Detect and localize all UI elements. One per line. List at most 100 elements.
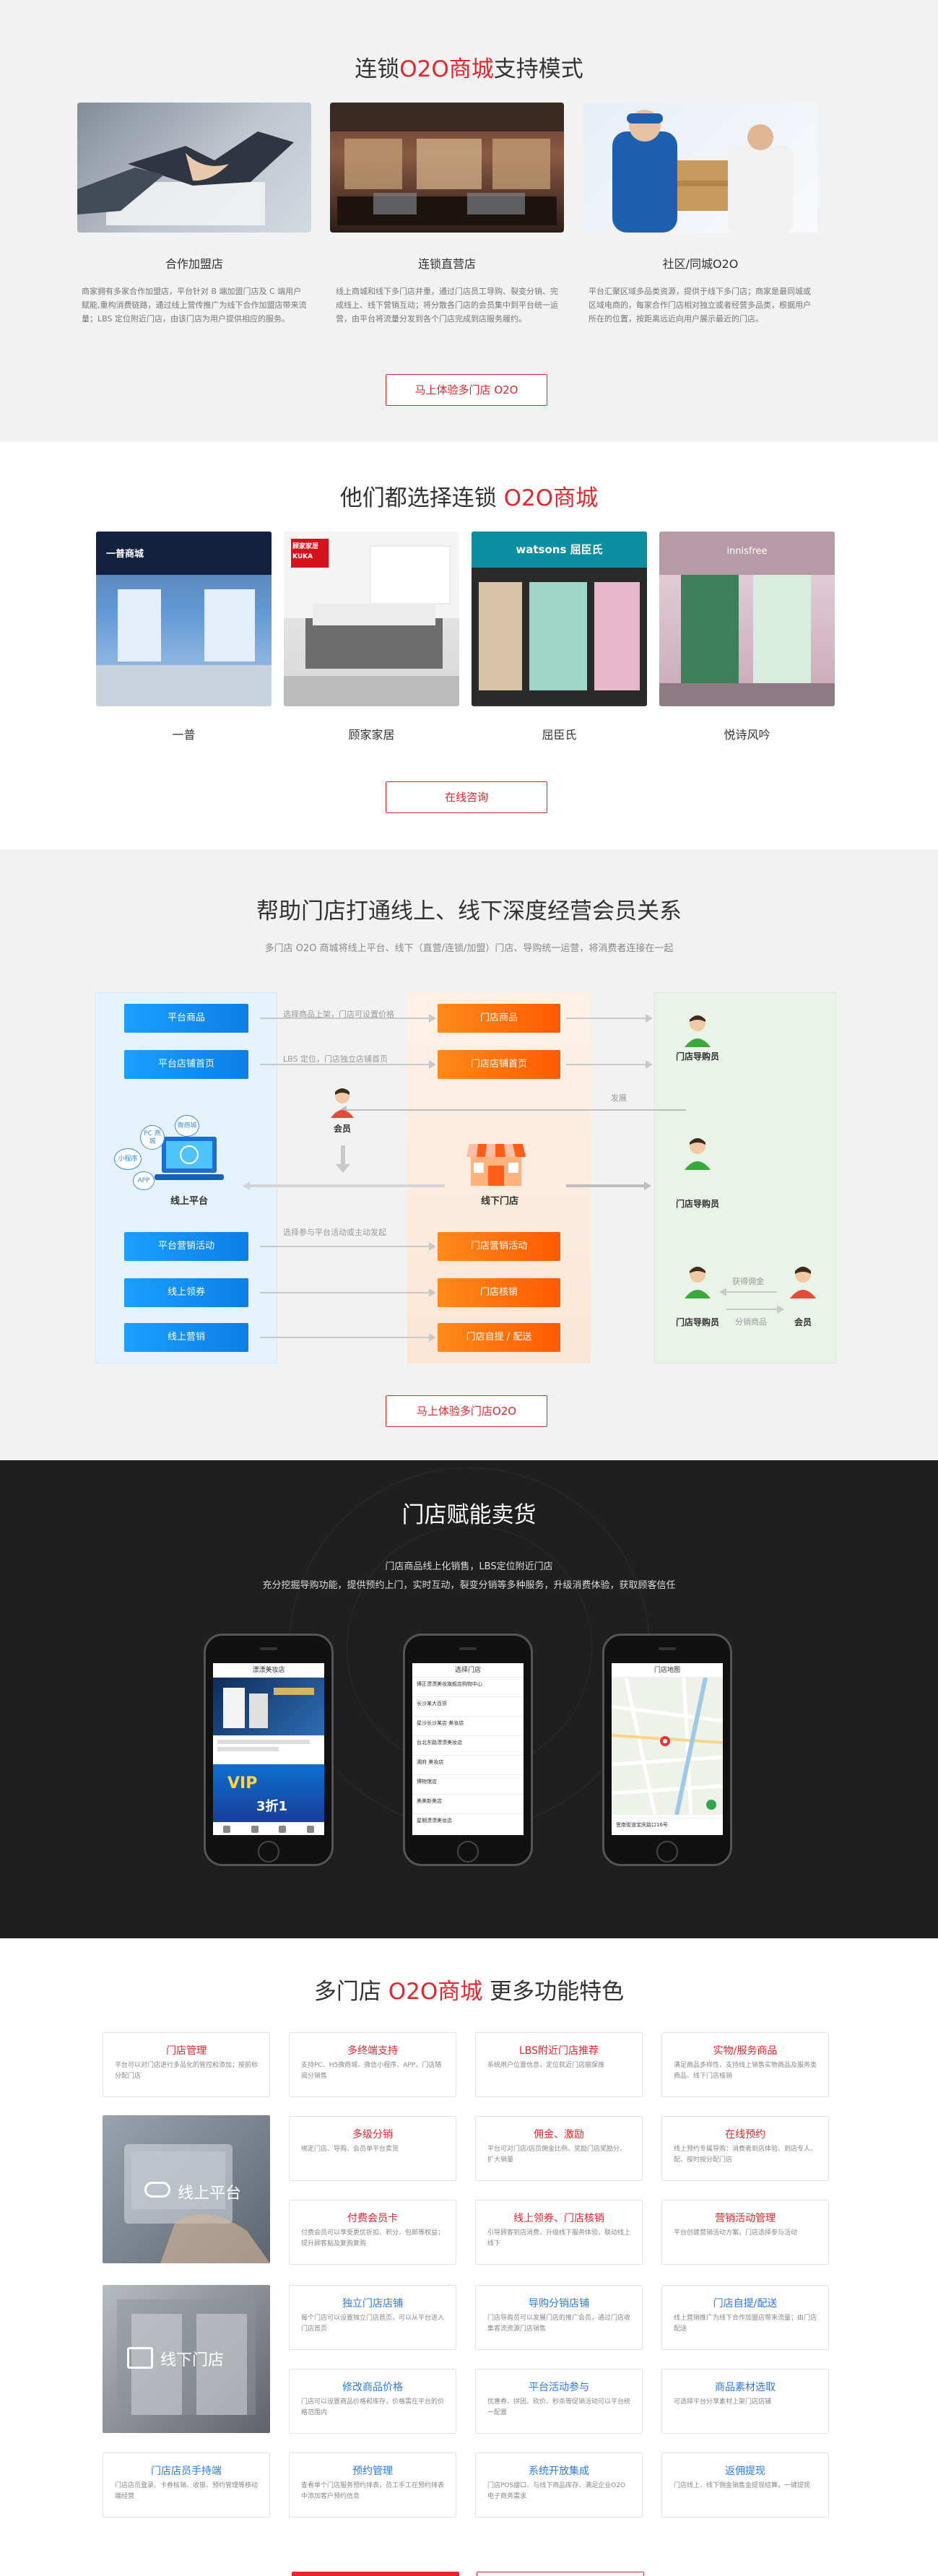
store-goods-box: 门店商品 bbox=[438, 1004, 560, 1033]
arrow bbox=[260, 1292, 429, 1293]
member-avatar bbox=[328, 1086, 357, 1118]
online-consult-button[interactable]: 在线咨询 bbox=[386, 781, 547, 813]
section-subtitle: 多门店 O2O 商城将线上平台、线下（直营/连锁/加盟）门店、导购统一运营，将消… bbox=[264, 943, 674, 954]
bottom-secondary-button[interactable] bbox=[477, 2572, 644, 2576]
arrow-head bbox=[646, 1014, 653, 1023]
offline-store-image: 线下门店 bbox=[103, 2285, 270, 2433]
brand-name: 一普 bbox=[172, 728, 196, 742]
phone-header: 选择门店 bbox=[412, 1663, 524, 1678]
brand-name: 悦诗风吟 bbox=[724, 728, 770, 742]
phone-mockup-store-list: 选择门店 博正漂漂美妆旗舰店购物中心 长沙某大百货 星沙长沙某店·美妆店 台北东… bbox=[403, 1634, 533, 1866]
store-row[interactable]: 星沙长沙某店·美妆店 bbox=[412, 1717, 524, 1736]
phone-header: 漂漂美妆店 bbox=[213, 1663, 324, 1678]
feature-card[interactable]: 线上领券、门店核销引导顾客到店消费、升级线下服务体验，联动线上线下 bbox=[475, 2200, 643, 2265]
arrow-head bbox=[719, 1288, 726, 1296]
brand-sign bbox=[291, 539, 329, 568]
store-row[interactable]: 湘府 美妆店 bbox=[412, 1756, 524, 1775]
store-row[interactable]: 台北东路漂漂美妆店 bbox=[412, 1736, 524, 1756]
try-multi-store-button[interactable]: 马上体验多门店 O2O bbox=[386, 374, 547, 406]
feature-card[interactable]: 多级分销绑定门店、导购、会员单平台卖货 bbox=[289, 2116, 456, 2181]
feature-card[interactable]: 独立门店店铺每个门店可以设置独立门店首页，可以从平台进入门店首页 bbox=[289, 2285, 456, 2350]
map-view[interactable] bbox=[612, 1677, 723, 1816]
arrow bbox=[566, 1184, 644, 1187]
feature-card[interactable]: LBS附近门店推荐系统用户位置信息，定位就近门店据保推 bbox=[475, 2032, 643, 2097]
feature-card[interactable]: 实物/服务商品满足商品多样性，支持线上销售实物商品及服务类商品、线下门店核销 bbox=[661, 2032, 829, 2097]
guide-column bbox=[654, 992, 836, 1363]
arrow bbox=[260, 1018, 429, 1019]
phone-mockup-shop: 漂漂美妆店 VIP 3折1 bbox=[204, 1634, 334, 1866]
feature-card[interactable]: 多终端支持支持PC、H5微商城、微信小程序、APP，门店随阅分销售 bbox=[289, 2032, 456, 2097]
arrow bbox=[566, 1018, 646, 1019]
feature-card[interactable]: 修改商品价格门店可以设置商品价格和库存，价格需在平台的价格范围内 bbox=[289, 2369, 456, 2434]
arrow bbox=[726, 1309, 777, 1310]
arrow bbox=[566, 1064, 646, 1065]
store-row[interactable]: 美美新美店 bbox=[412, 1795, 524, 1814]
arrow-head bbox=[646, 1060, 653, 1069]
store-row[interactable]: 博正漂漂美妆旗舰店购物中心 bbox=[412, 1678, 524, 1697]
feature-card[interactable]: 平台活动参与优惠券、拼团、砍价、秒杀等促销活动可以平台统一配置 bbox=[475, 2369, 643, 2434]
franchise-image bbox=[77, 103, 311, 233]
feature-card[interactable]: 佣金、激励平台可对门店/店员佣金比例、奖励门店奖励分、扩大销量 bbox=[475, 2116, 643, 2181]
feature-card[interactable]: 门店管理平台可以对门店进行多品化的管控和添加；按前标分配门店 bbox=[103, 2032, 270, 2097]
arrow-head bbox=[429, 1288, 436, 1297]
distribute-note: 分销商品 bbox=[735, 1317, 767, 1327]
brand-sign: 顾家家居 KUKA bbox=[292, 543, 319, 560]
arrow-head bbox=[777, 1305, 784, 1314]
store-row[interactable]: 星期漂漂美妆店 bbox=[417, 1818, 452, 1823]
arrow-note: LBS 定位，门店独立店铺首页 bbox=[283, 1054, 388, 1064]
feature-card[interactable]: 营销活动管理平台创建营销活动方案，门店选择参与活动 bbox=[661, 2200, 829, 2265]
member-avatar bbox=[787, 1264, 819, 1298]
online-platform-image: 线上平台 bbox=[103, 2115, 270, 2263]
feature-card[interactable]: 付费会员卡付费会员可以享受更优折扣、积分、包邮等权益；提升顾客粘及复购复购 bbox=[289, 2200, 456, 2265]
section-line1: 门店商品线上化销售，LBS定位附近门店 bbox=[385, 1561, 553, 1572]
arrow-note: 选择商品上架，门店可设置价格 bbox=[283, 1010, 394, 1019]
feature-card[interactable]: 系统开放集成门店POS接口、与线下商品库存、满足企业O2O电子商务需求 bbox=[475, 2453, 643, 2518]
section-line2: 充分挖掘导购功能，提供预约上门，实时互动，裂变分销等多种服务，升级消费体验，获取… bbox=[262, 1580, 676, 1591]
store-verify-box: 门店核销 bbox=[438, 1278, 560, 1307]
develop-line bbox=[347, 1109, 686, 1111]
phone-promo: VIP 3折1 bbox=[213, 1764, 324, 1822]
phone-mockup-map: 门店地图 思南街道宝庆路口16号 bbox=[602, 1634, 732, 1866]
store-row[interactable]: 博物馆店 bbox=[412, 1775, 524, 1795]
feature-card[interactable]: 门店店员手持端门店店员登录、卡券核销、收银、预约管理等移动端经营 bbox=[103, 2453, 270, 2518]
map-address: 思南街道宝庆路口16号 bbox=[612, 1818, 723, 1835]
phone-header: 门店地图 bbox=[612, 1663, 723, 1678]
feature-card[interactable]: 在线预约线上预约专属导购：消费者到店体验、到店专人、配、按时按分配门店 bbox=[661, 2116, 829, 2181]
section-title: 门店赋能卖货 bbox=[401, 1502, 537, 1528]
try-multi-store-button[interactable]: 马上体验多门店O2O bbox=[386, 1395, 547, 1427]
bottom-primary-button[interactable] bbox=[292, 2572, 459, 2576]
brand-name: 顾家家居 bbox=[348, 728, 395, 742]
card-name: 合作加盟店 bbox=[165, 257, 223, 271]
brand-image-watsons: watsons 屈臣氏 bbox=[472, 532, 647, 706]
section-title: 帮助门店打通线上、线下深度经营会员关系 bbox=[256, 898, 682, 924]
feature-card[interactable]: 商品素材选取可选择平台分享素材上架门店店铺 bbox=[661, 2369, 829, 2434]
guide-label: 门店导购员 bbox=[675, 1199, 719, 1209]
arrow bbox=[726, 1291, 777, 1293]
section-features: 多门店 O2O商城 更多功能特色 门店管理平台可以对门店进行多品化的管控和添加；… bbox=[0, 1938, 938, 2576]
card-desc: 平台汇聚区域多品类资源，提供于线下多门店；商家是最同城或区域电商的，每家合作门店… bbox=[589, 287, 811, 324]
card-name: 社区/同城O2O bbox=[662, 257, 739, 271]
guide-avatar bbox=[682, 1012, 713, 1047]
card-name: 连锁直营店 bbox=[417, 257, 476, 271]
bubble-wechat-mall: 微商城 bbox=[175, 1115, 199, 1137]
guide-label: 门店导购员 bbox=[675, 1317, 719, 1327]
online-platform-label: 线上平台 bbox=[178, 2185, 242, 2203]
offline-store-label: 线下门店 bbox=[480, 1196, 518, 1207]
store-pickup-box: 门店自提 / 配送 bbox=[438, 1323, 560, 1352]
bubble-miniapp: 小程序 bbox=[114, 1148, 142, 1170]
feature-card[interactable]: 导购分销店铺门店导购员可以发展门店的推广会员，通过门店收集客流资源门店销售 bbox=[475, 2285, 643, 2350]
guide-avatar bbox=[682, 1135, 713, 1170]
arrow-head bbox=[644, 1181, 651, 1190]
card-desc: 线上商城和线下多门店并重，通过门店员工导购、裂变分销、完成线上、线下营销互动；将… bbox=[336, 287, 558, 324]
bubble-pc: PC 商城 bbox=[140, 1125, 165, 1150]
feature-card[interactable]: 预约管理查看单个门店服务预约排表，员工手工在预约排表中添加客户预约信息 bbox=[289, 2453, 456, 2518]
delivery-illustration bbox=[612, 110, 793, 233]
feature-card[interactable]: 返佣提现门店线上、线下佣金销售金提现结算，一键提现 bbox=[661, 2453, 829, 2518]
brand-sign: watsons 屈臣氏 bbox=[516, 543, 603, 556]
feature-card[interactable]: 门店自提/配送线上营销推广为线下合作加盟店带来流量；由门店配送 bbox=[661, 2285, 829, 2350]
section-franchise-models: 连锁O2O商城支持模式 合作加盟店 商家拥有多家合作加盟店，平台针对 B 端加盟… bbox=[0, 0, 938, 442]
brand-image-innisfree: innisfree bbox=[659, 532, 835, 706]
card-desc: 商家拥有多家合作加盟店，平台针对 B 端加盟门店及 C 端用户赋能,重构消费链路… bbox=[82, 287, 307, 324]
store-row[interactable]: 长沙某大百货 bbox=[412, 1697, 524, 1717]
member-label: 会员 bbox=[794, 1317, 812, 1327]
